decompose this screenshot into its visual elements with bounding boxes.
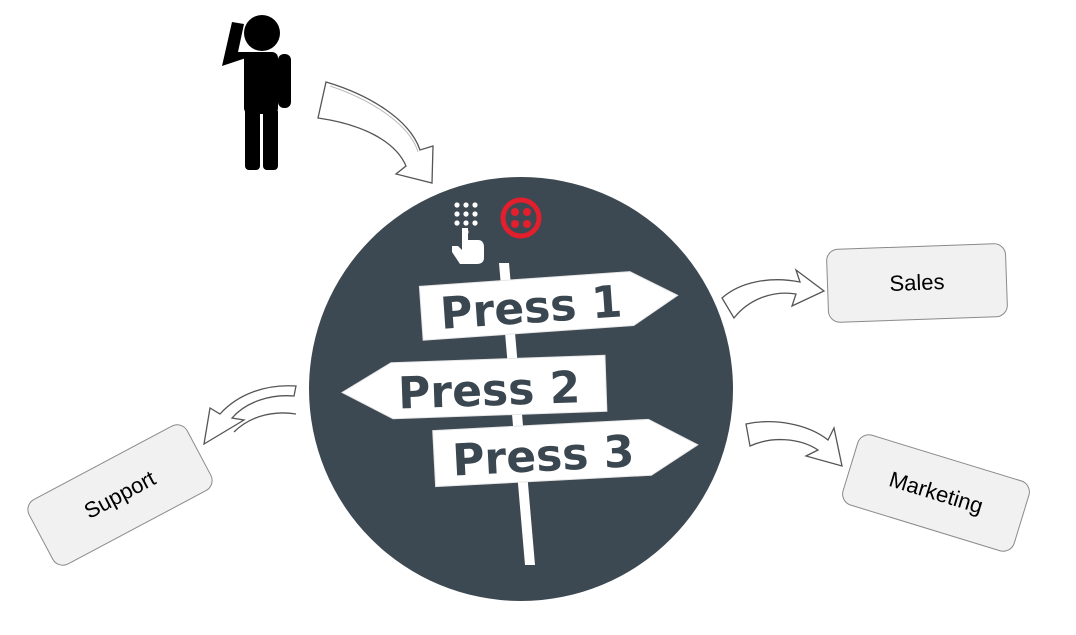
- arrow-to-support: [203, 385, 297, 446]
- sign-press-2: Press 2: [341, 354, 608, 419]
- sign-press-1: Press 1: [418, 271, 679, 341]
- person-on-phone-icon: [222, 15, 291, 170]
- destination-support-label: Support: [79, 465, 160, 524]
- sign-press-3: Press 3: [432, 418, 699, 488]
- arrow-to-sales: [721, 268, 826, 320]
- arrow-caller-to-menu: [317, 81, 434, 184]
- destination-sales-box: Sales: [825, 242, 1009, 324]
- sign-press-1-label: Press 1: [439, 276, 624, 340]
- sign-press-3-label: Press 3: [451, 426, 636, 486]
- arrow-to-marketing: [745, 421, 843, 467]
- destination-sales-label: Sales: [889, 269, 945, 296]
- keypad-touch-icon: [452, 202, 484, 264]
- destination-marketing-label: Marketing: [886, 466, 986, 519]
- sign-press-2-label: Press 2: [397, 362, 581, 419]
- twilio-logo-icon: [500, 197, 542, 239]
